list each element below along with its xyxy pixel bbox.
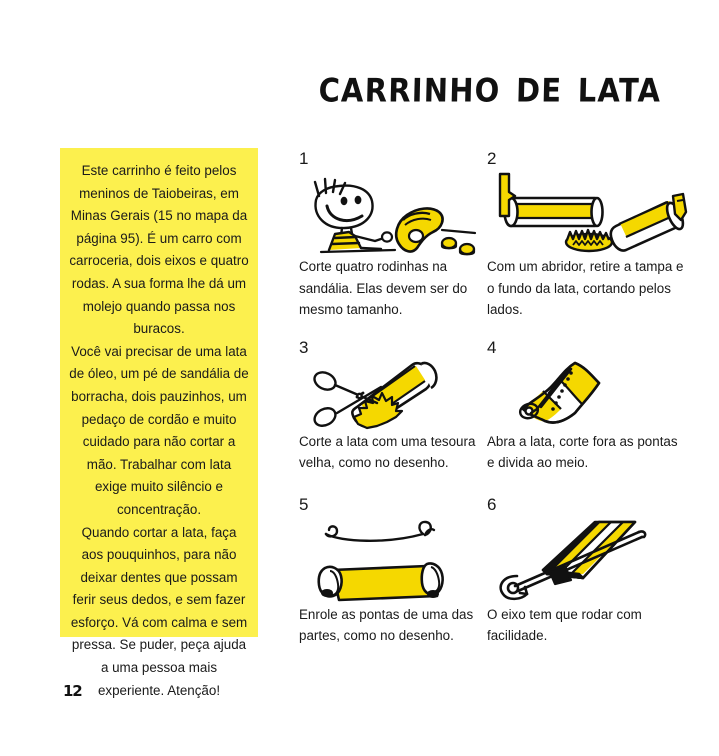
step-2-number: 2 xyxy=(487,149,497,168)
intro-panel: Este carrinho é feito pelos meninos de T… xyxy=(60,148,258,698)
step-5-number: 5 xyxy=(299,494,309,514)
step-6-illustration xyxy=(487,516,687,604)
step-5-caption: Enrole as pontas de uma das partes, como… xyxy=(299,606,474,644)
intro-paragraph-2: Você vai precisar de uma lata de óleo, u… xyxy=(69,343,249,517)
step-4-caption: Abra a lata, corte fora as pontas e divi… xyxy=(487,433,678,471)
step-3-illustration xyxy=(299,359,477,431)
step-4-illustration xyxy=(487,359,687,431)
step-1-illustration xyxy=(299,170,477,256)
step-row-1: 1 xyxy=(299,149,688,321)
steps-grid: 1 xyxy=(299,149,688,647)
step-2: 2 xyxy=(487,149,688,321)
step-3-number: 3 xyxy=(299,337,309,357)
step-row-3: 5 xyxy=(299,494,687,647)
step-2-caption: Com um abridor, retire a tampa e o fundo… xyxy=(487,259,684,317)
intro-paragraph-3: Quando cortar a lata, faça aos pouquinho… xyxy=(70,524,248,698)
step-6-number: 6 xyxy=(487,494,497,514)
step-2-illustration xyxy=(487,170,688,256)
step-6-caption: O eixo tem que rodar com facilidade. xyxy=(487,606,642,644)
step-3-caption: Corte a lata com uma tesoura velha, como… xyxy=(299,433,476,471)
step-row-2: 3 xyxy=(299,337,687,474)
intro-paragraph-1: Este carrinho é feito pelos meninos de T… xyxy=(69,163,249,337)
step-1-number: 1 xyxy=(299,149,309,168)
step-6: 6 xyxy=(487,494,687,647)
step-5-illustration xyxy=(299,516,477,604)
step-3: 3 xyxy=(299,337,477,474)
page-title: Carrinho de lata xyxy=(318,59,662,113)
step-4: 4 xyxy=(487,337,687,474)
page-number: 12 xyxy=(63,682,83,700)
step-1-caption: Corte quatro rodinhas na sandália. Elas … xyxy=(299,259,468,317)
step-1: 1 xyxy=(299,150,477,321)
step-4-number: 4 xyxy=(487,337,497,357)
step-5: 5 xyxy=(299,494,477,647)
